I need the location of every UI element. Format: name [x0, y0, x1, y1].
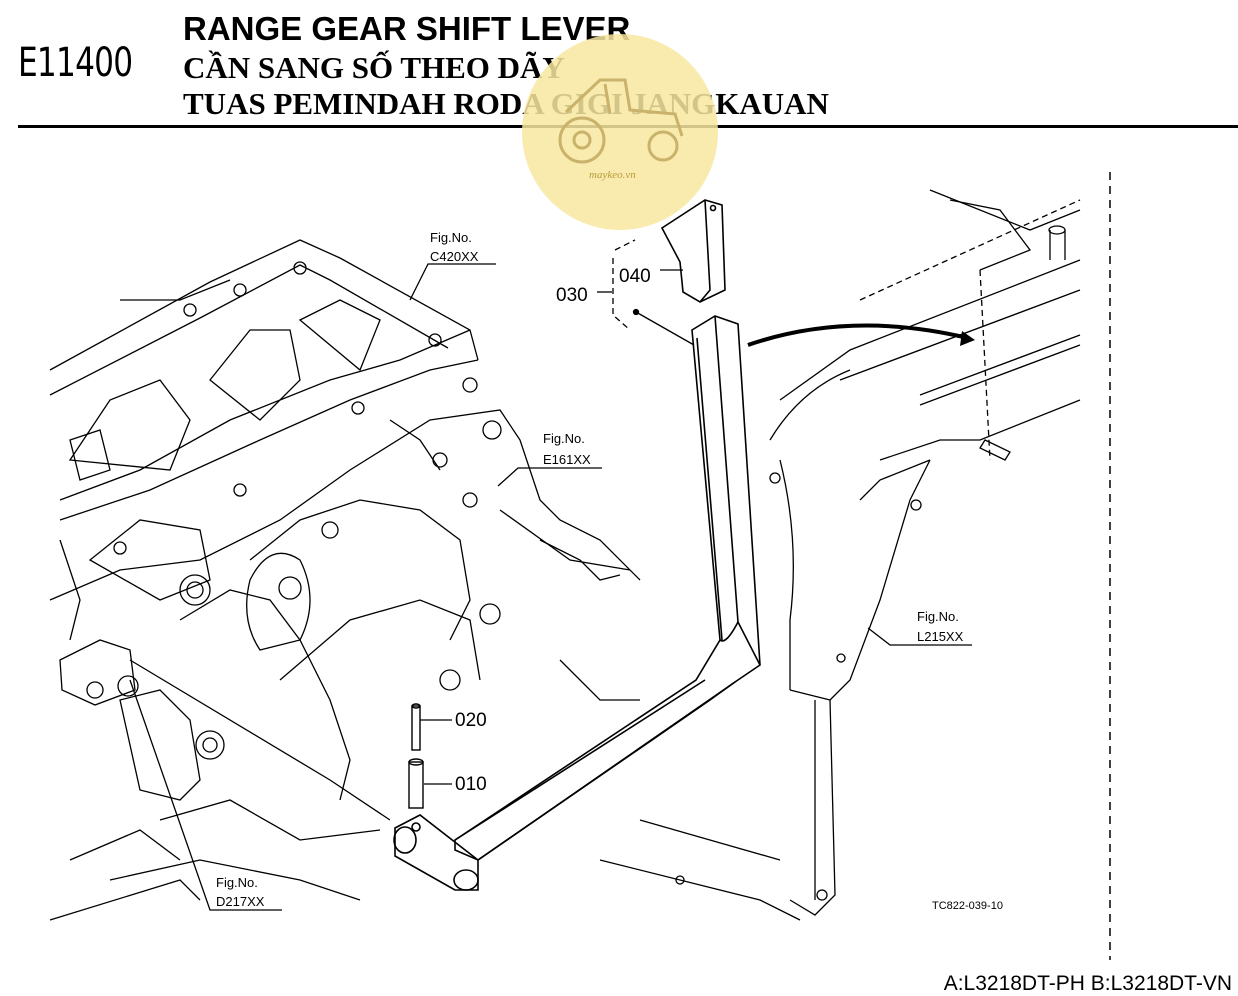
- transmission-housing: [49, 239, 641, 921]
- drawing-code: TC822-039-10: [932, 900, 1003, 912]
- title-vietnamese: CẦN SANG SỐ THEO DÃY: [183, 50, 565, 85]
- arrow-head: [960, 331, 975, 346]
- callout-030: 030: [556, 285, 588, 306]
- fig-ref-title: Fig.No.: [917, 609, 959, 624]
- title-indonesian: TUAS PEMINDAH RODA GIGI JANGKAUAN: [183, 86, 829, 121]
- diagram-code: E11400: [18, 40, 133, 86]
- shift-lever: [454, 315, 761, 861]
- side-cover-panel: [599, 189, 1081, 921]
- fig-ref-title: Fig.No.: [543, 431, 585, 446]
- fig-ref-title: Fig.No.: [216, 875, 258, 890]
- title-english: RANGE GEAR SHIFT LEVER: [183, 10, 631, 47]
- lever-knob: [660, 199, 726, 303]
- callout-leaders: [129, 239, 972, 911]
- callout-020: 020: [455, 710, 487, 731]
- lever-boss: [393, 814, 479, 891]
- fig-ref-e161xx: E161XX: [543, 452, 591, 467]
- fig-ref-l215xx: L215XX: [917, 629, 964, 644]
- pin-020: [411, 703, 421, 751]
- fig-ref-c420xx: C420XX: [430, 249, 479, 264]
- model-applicability: A:L3218DT-PH B:L3218DT-VN: [943, 972, 1232, 995]
- watermark-text: maykeo.vn: [589, 169, 636, 181]
- pin-010: [408, 758, 424, 809]
- fig-ref-d217xx: D217XX: [216, 894, 265, 909]
- callout-010: 010: [455, 774, 487, 795]
- watermark-logo: maykeo.vn: [522, 34, 718, 230]
- callout-040: 040: [619, 266, 651, 287]
- direction-arrow: [747, 323, 969, 347]
- fig-ref-title: Fig.No.: [430, 230, 472, 245]
